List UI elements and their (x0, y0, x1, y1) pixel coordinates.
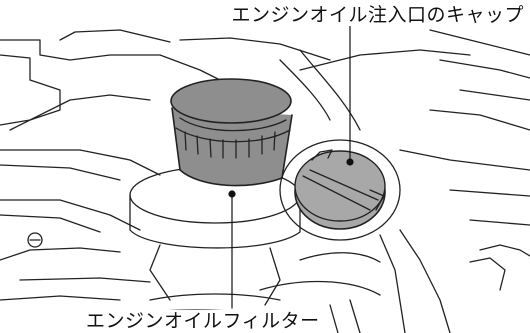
oil-filler-cap (279, 139, 401, 241)
filter-mount (129, 166, 301, 306)
cap-leader-dot (346, 158, 354, 166)
leader-lines (228, 25, 354, 309)
oil-filter-canister (170, 78, 293, 187)
filter-leader-dot (228, 190, 236, 198)
oil-filter-label: エンジンオイルフィルター (84, 310, 322, 332)
oil-filler-cap-label: エンジンオイル注入口のキャップ (229, 4, 526, 26)
